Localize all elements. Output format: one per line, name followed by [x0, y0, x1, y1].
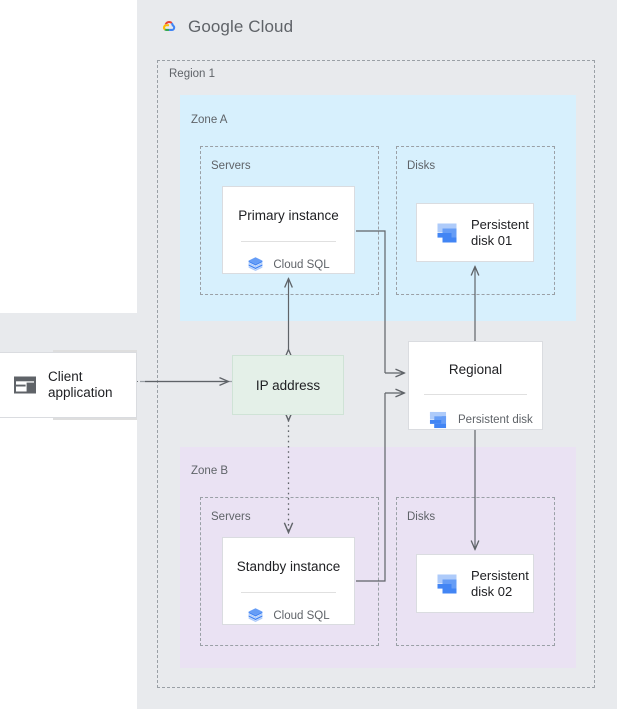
primary-instance-divider	[241, 241, 336, 243]
region-label: Region 1	[169, 68, 216, 80]
persistent-disk-icon	[434, 220, 460, 246]
cloud-sql-icon	[247, 607, 264, 625]
regional-disk-title: Regional	[448, 362, 503, 377]
node-primary-instance[interactable]: Primary instance Cloud SQL	[222, 186, 355, 274]
persistent-disk-icon	[427, 409, 449, 431]
pd01-line1: Persistent	[471, 216, 529, 232]
primary-instance-subtitle-row: Cloud SQL	[223, 256, 354, 274]
node-standby-instance[interactable]: Standby instance Cloud SQL	[222, 537, 355, 625]
standby-instance-title: Standby instance	[236, 559, 341, 574]
logo-text-cloud: Cloud	[248, 17, 294, 36]
group-servers-zone-b-label: Servers	[211, 511, 251, 523]
ip-address-label: IP address	[255, 377, 321, 393]
pd02-line1: Persistent	[471, 567, 529, 583]
logo-text-google: Google	[188, 17, 244, 36]
persistent-disk-icon	[434, 571, 460, 597]
client-line1: Client	[48, 368, 83, 384]
primary-instance-title: Primary instance	[238, 208, 339, 223]
standby-instance-divider	[241, 592, 336, 594]
pd02-line2: disk 02	[471, 583, 513, 599]
regional-disk-divider	[424, 394, 527, 396]
regional-disk-subtitle-row: Persistent disk	[409, 409, 542, 431]
client-window-icon	[14, 375, 36, 395]
group-disks-zone-a-label: Disks	[407, 160, 436, 172]
zone-a-label: Zone A	[191, 114, 228, 126]
google-cloud-logo-text: Google Cloud	[188, 17, 293, 37]
zone-b-label: Zone B	[191, 465, 229, 477]
standby-instance-subtitle: Cloud SQL	[273, 610, 330, 623]
regional-disk-subtitle: Persistent disk	[458, 414, 533, 427]
node-regional-persistent-disk[interactable]: Regional Persistent disk	[408, 341, 543, 430]
pd01-line2: disk 01	[471, 232, 513, 248]
google-cloud-logo-icon	[155, 16, 181, 38]
node-ip-address[interactable]: IP address	[232, 355, 344, 415]
standby-instance-subtitle-row: Cloud SQL	[223, 607, 354, 625]
cloud-sql-icon	[247, 256, 264, 274]
client-line2: application	[48, 385, 113, 400]
group-servers-zone-a-label: Servers	[211, 160, 251, 172]
primary-instance-subtitle: Cloud SQL	[273, 259, 330, 272]
group-disks-zone-b-label: Disks	[407, 511, 436, 523]
google-cloud-logo: Google Cloud	[155, 16, 293, 38]
region-container	[157, 60, 595, 688]
